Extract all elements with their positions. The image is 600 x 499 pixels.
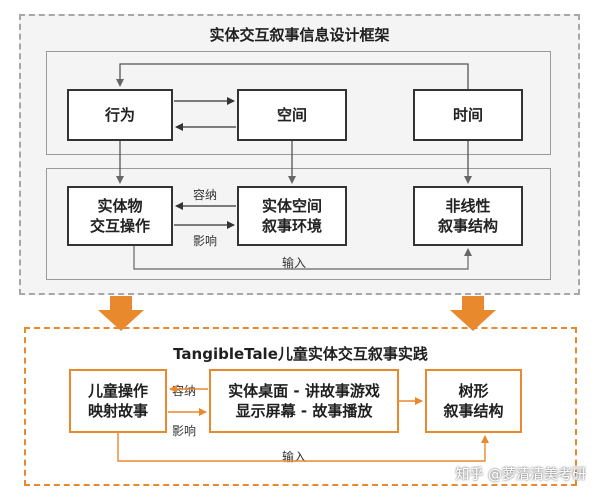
behavior-node: 行为 <box>67 89 173 141</box>
physical-operation-node: 实体物 交互操作 <box>67 186 173 246</box>
physical-space-node: 实体空间 叙事环境 <box>237 186 347 246</box>
operation-input-arrow <box>133 246 472 270</box>
nonlinear-structure-node: 非线性 叙事结构 <box>413 186 523 246</box>
input-label: 输入 <box>282 256 307 270</box>
practice-contain-label: 容纳 <box>172 384 197 398</box>
child-operation-node: 儿童操作 映射故事 <box>69 369 167 433</box>
practice-title: TangibleTale儿童实体交互叙事实践 <box>173 345 428 363</box>
transition-arrow-right <box>450 296 496 331</box>
practice-input-arrow <box>117 433 489 462</box>
tree-structure-node: 树形 叙事结构 <box>425 369 522 433</box>
practice-affect-label: 影响 <box>172 424 197 438</box>
time-node: 时间 <box>413 89 523 141</box>
space-node: 空间 <box>237 89 347 141</box>
contain-label: 容纳 <box>193 188 218 202</box>
watermark-text: 知乎 @萝清清美考研 <box>455 467 586 483</box>
transition-arrow-left <box>98 296 144 331</box>
affect-label: 影响 <box>193 234 218 248</box>
time-to-behavior-arrow <box>116 63 469 89</box>
framework-title: 实体交互叙事信息设计框架 <box>209 26 390 44</box>
desktop-screen-node: 实体桌面 - 讲故事游戏 显示屏幕 - 故事播放 <box>209 369 399 433</box>
